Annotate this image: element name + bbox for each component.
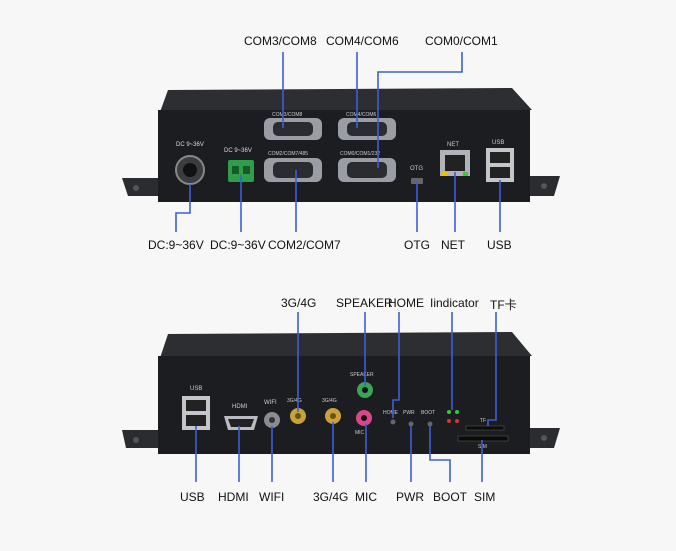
net-port	[440, 150, 470, 176]
usb-ports	[182, 396, 210, 430]
callout-3g4g-top: 3G/4G	[281, 296, 317, 310]
silk-boot: BOOT	[421, 410, 435, 416]
callout-home: HOME	[388, 296, 424, 310]
callout-com3-com8: COM3/COM8	[244, 34, 317, 48]
callout-com4-com6: COM4/COM6	[326, 34, 399, 48]
boot-button	[427, 421, 433, 427]
otg-port	[411, 178, 423, 184]
callout-otg: OTG	[404, 238, 430, 252]
left-mounting-flange	[122, 430, 160, 448]
chassis-top	[160, 332, 532, 358]
silk-tf: TF	[480, 418, 486, 424]
silk-com3-com8: COM3/COM8	[272, 112, 303, 118]
terminal-screw	[243, 166, 250, 174]
silk-otg: OTG	[410, 166, 423, 172]
bottom-callout-lines	[195, 312, 497, 482]
silk-3g4g-1: 3G/4G	[287, 398, 302, 404]
callout-3g4g-bottom: 3G/4G	[313, 490, 349, 504]
sim-card-slot	[457, 435, 509, 442]
callout-hdmi: HDMI	[218, 490, 249, 504]
silk-com2-com7-485: COM2/COM7/485	[268, 151, 308, 157]
callout-wifi: WIFI	[259, 490, 285, 504]
indicator-led	[455, 419, 459, 423]
bottom-device: USB HDMI WIFI 3G/4G 3G/4G SPEAKER MIC HO…	[122, 312, 560, 482]
callout-usb-bottom: USB	[180, 490, 205, 504]
dc-terminal-block	[228, 160, 254, 182]
3g4g-antenna-connector-1	[290, 408, 306, 424]
flange-hole	[541, 183, 547, 189]
silk-home: HOME	[383, 410, 399, 416]
top-device: DC 9~36V DC 9~36V COM3/COM8 COM4/COM6 CO…	[122, 52, 560, 232]
dc-round-pin	[183, 163, 197, 177]
flange-hole	[133, 185, 139, 191]
callout-boot: BOOT	[433, 490, 468, 504]
hdmi-port	[224, 416, 258, 430]
3g4g-antenna-connector-2	[325, 408, 341, 424]
silk-hdmi: HDMI	[232, 404, 248, 410]
silk-pwr: PWR	[403, 410, 415, 416]
silk-wifi: WIFI	[264, 400, 277, 406]
callout-dc-round: DC:9~36V	[148, 238, 204, 252]
flange-hole	[133, 437, 139, 443]
indicator-led	[447, 410, 451, 414]
mic-jack	[356, 410, 372, 426]
callout-speaker: SPEAKER	[336, 296, 393, 310]
callout-com2-com7: COM2/COM7	[268, 238, 341, 252]
flange-hole	[541, 435, 547, 441]
silk-usb: USB	[190, 386, 202, 392]
usb-ports	[486, 148, 514, 182]
silk-com4-com6: COM4/COM6	[346, 112, 377, 118]
callout-indicator: Iindicator	[430, 296, 479, 310]
callout-dc-terminal: DC:9~36V	[210, 238, 266, 252]
com0-com1-port	[338, 158, 396, 182]
left-mounting-flange	[122, 178, 160, 196]
wifi-antenna-connector	[264, 412, 280, 428]
silk-net: NET	[447, 142, 459, 148]
silk-speaker: SPEAKER	[350, 372, 374, 378]
chassis-top	[160, 88, 532, 112]
silk-dc-terminal: DC 9~36V	[224, 148, 252, 154]
callout-sim: SIM	[474, 490, 496, 504]
indicator-led	[447, 419, 451, 423]
top-callout-lines	[175, 52, 501, 232]
callout-pwr: PWR	[396, 490, 424, 504]
callout-tf: TF卡	[490, 298, 517, 312]
callout-mic: MIC	[355, 490, 377, 504]
tf-card-slot	[465, 425, 505, 431]
silk-com0-com1-232: COM0/COM1/232	[340, 151, 380, 157]
callout-net: NET	[441, 238, 465, 252]
silk-mic: MIC	[355, 430, 365, 436]
indicator-led	[455, 410, 459, 414]
silk-usb: USB	[492, 140, 504, 146]
callout-com0-com1: COM0/COM1	[425, 34, 498, 48]
com2-com7-port	[264, 158, 322, 182]
terminal-screw	[232, 166, 239, 174]
com4-com6-port	[338, 118, 396, 140]
pwr-button	[408, 421, 414, 427]
callout-usb: USB	[487, 238, 512, 252]
silk-3g4g-2: 3G/4G	[322, 398, 337, 404]
speaker-jack	[357, 382, 373, 398]
com3-com8-port	[264, 118, 322, 140]
home-button	[390, 419, 396, 425]
silk-dc-round: DC 9~36V	[176, 142, 204, 148]
